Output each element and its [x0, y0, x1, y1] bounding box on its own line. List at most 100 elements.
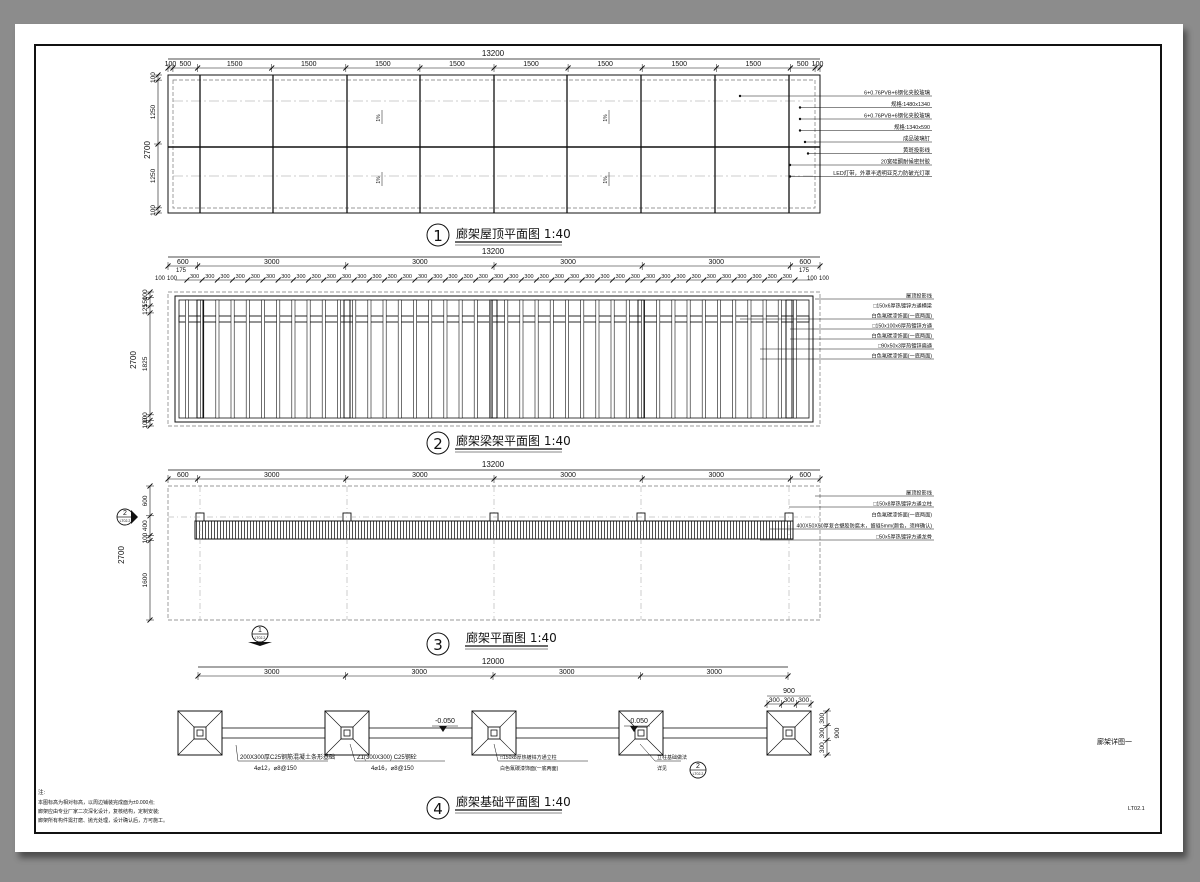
section-marker-b[interactable]: 1 LT02.2 — [248, 625, 272, 646]
foundation-dim-seg-0: 3000 — [264, 669, 280, 676]
rafter-13 — [382, 299, 387, 419]
rafter-23 — [534, 299, 539, 419]
dim-tick — [518, 277, 525, 283]
dim-tick — [457, 277, 464, 283]
dim-tick — [229, 277, 236, 283]
plan-left-total: 2700 — [117, 546, 126, 564]
callout-1-line1: Z1(300X300) C25钢砼 — [357, 753, 417, 761]
beam-subdim-17: 300 — [448, 274, 457, 280]
rafter-19 — [473, 299, 478, 419]
rafter-14 — [397, 299, 402, 419]
roof-vdim-seg-3: 100 — [150, 205, 157, 216]
rafter-37 — [747, 299, 752, 419]
beam-subdim-38: 300 — [768, 274, 777, 280]
notes-line-2: 廊架应由专业厂家二次深化设计，复核结构，定制安装; — [38, 808, 159, 815]
roof-dim-seg-10: 500 — [797, 61, 809, 68]
dim-tick — [488, 277, 494, 283]
plan-dim-seg-3: 3000 — [560, 472, 576, 479]
foundation-dim-seg-2: 3000 — [559, 669, 575, 676]
rafter-33 — [686, 299, 691, 419]
leader-dot — [798, 106, 802, 109]
plan-vdim-seg-2: 100 — [142, 532, 149, 543]
plan-annotation-4: □50x5厚热镀锌方通龙骨 — [876, 533, 932, 541]
roof-annotation-3: 规格:1340x590 — [894, 123, 930, 131]
beam-small-0: 100 — [155, 276, 166, 282]
main-beam-2 — [490, 299, 498, 419]
foundation-total-dim: 12000 — [482, 657, 505, 666]
section-marker-a[interactable]: 2 LT02.2 — [116, 508, 138, 526]
rafter-4 — [245, 299, 250, 419]
leader-dot — [806, 152, 810, 155]
roof-vdim-seg-2: 1250 — [150, 168, 157, 183]
beam-vdim-seg-0: 100 — [142, 289, 149, 300]
callout-leader-1 — [349, 743, 356, 762]
beam-subdim-35: 300 — [722, 274, 731, 280]
plan-view-number: 3 — [433, 636, 443, 654]
footing-0 — [177, 710, 223, 756]
footing-1 — [324, 710, 370, 756]
beam-subdim-23: 300 — [540, 274, 549, 280]
beam-annotation-5: □90x50x3厚热镀锌扁通 — [878, 342, 933, 350]
beam-subdim-32: 300 — [676, 274, 685, 280]
dim-tick — [670, 277, 677, 283]
foundation-right-vtotal: 900 — [834, 727, 841, 738]
plan-dim-seg-1: 3000 — [264, 472, 280, 479]
beam-vdim-seg-1: 150 — [142, 296, 149, 307]
callout-leader-2 — [493, 743, 499, 762]
dim-tick — [214, 277, 221, 283]
dim-tick — [336, 277, 342, 283]
leader-dot — [798, 117, 802, 121]
section-b-num: 1 — [258, 627, 262, 634]
beam-subdim-19: 300 — [479, 274, 488, 280]
foundation-rv-seg-0: 300 — [819, 713, 826, 724]
foundation-rv-seg-2: 300 — [819, 742, 826, 753]
plan-dim-seg-2: 3000 — [412, 472, 428, 479]
beam-subdim-13: 300 — [388, 274, 397, 280]
rafter-24 — [549, 299, 554, 419]
roof-dim-seg-1: 500 — [179, 61, 191, 68]
callout-leader-3 — [639, 743, 656, 762]
beam-subdim-2: 300 — [220, 274, 229, 280]
plan-dim-seg-5: 600 — [799, 472, 811, 479]
roof-dim-seg-11: 100 — [812, 61, 824, 68]
level-2-text: -0.050 — [628, 718, 648, 725]
roof-annotation-5: 黄斑投影线 — [903, 146, 931, 154]
beam-dim-seg-2: 3000 — [412, 259, 428, 266]
callout-2-line1: □150x8厚热镀锌方通立柱 — [500, 754, 557, 761]
dim-tick — [381, 277, 388, 283]
rafter-16 — [428, 299, 433, 419]
plan-view-number-circle — [426, 632, 450, 656]
roof-annotation-0: 6+0.76PVB+6钢化夹胶玻璃 — [864, 89, 931, 97]
beam-subdim-1: 300 — [205, 274, 214, 280]
dim-tick — [503, 277, 510, 283]
foundation-dim-seg-1: 3000 — [411, 669, 427, 676]
callout-3-line1: 立柱基础做法 — [657, 754, 687, 761]
rafter-18 — [458, 299, 463, 419]
beam-subdim-15: 300 — [418, 274, 427, 280]
dim-tick — [472, 277, 479, 283]
dim-tick — [776, 277, 783, 283]
rafter-34 — [701, 299, 706, 419]
dim-tick — [594, 277, 601, 283]
rafter-2 — [215, 299, 220, 419]
leader-dot — [803, 140, 807, 144]
footing-3 — [618, 710, 664, 756]
dim-tick — [442, 277, 449, 283]
rafter-32 — [671, 299, 676, 419]
beam-subdim-36: 300 — [737, 274, 746, 280]
section-marker-c[interactable]: 2 LT02.2 — [689, 761, 707, 779]
beam-dim-seg-1: 3000 — [264, 259, 280, 266]
footing-4 — [766, 710, 812, 756]
dim-tick — [412, 277, 418, 283]
level-1-text: -0.050 — [435, 718, 455, 725]
beam-annotation-3: □150x100x6厚热镀锌方通 — [872, 322, 932, 330]
beam-subdim-33: 300 — [692, 274, 701, 280]
dim-tick — [655, 277, 662, 283]
roof-dim-seg-6: 1500 — [523, 61, 539, 68]
rafter-0 — [185, 299, 189, 419]
beam-annotation-2: 白色氟碳漆饰面(一底两面) — [871, 312, 932, 320]
dim-tick — [275, 277, 282, 283]
beam-small-8: 100 — [819, 276, 830, 282]
